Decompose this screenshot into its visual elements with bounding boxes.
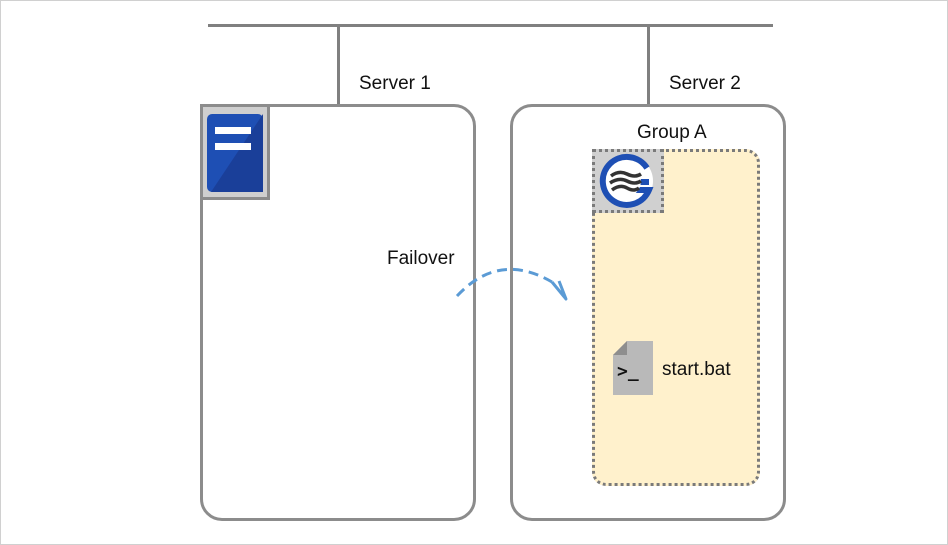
server1-link xyxy=(337,26,340,106)
failover-arrow xyxy=(455,268,568,301)
script-file-icon: >_ xyxy=(613,341,655,395)
group-label: Group A xyxy=(637,122,707,143)
svg-text:>_: >_ xyxy=(617,361,639,382)
server2-link xyxy=(647,26,650,106)
server1-label: Server 1 xyxy=(359,73,431,94)
server2-label: Server 2 xyxy=(669,73,741,94)
server-icon xyxy=(200,104,270,200)
group-resource-icon xyxy=(592,149,664,213)
network-bus xyxy=(208,24,773,27)
script-file-label: start.bat xyxy=(662,359,731,380)
failover-label: Failover xyxy=(387,248,455,269)
